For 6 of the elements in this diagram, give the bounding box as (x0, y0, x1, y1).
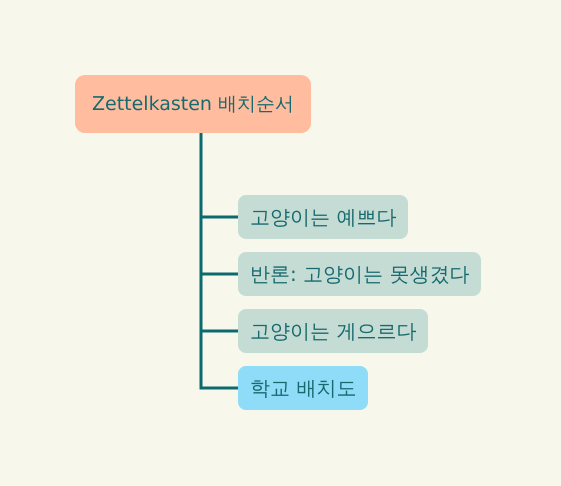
connector-line (200, 133, 238, 390)
subtopic-box: 고양이는 예쁘다 (238, 195, 408, 239)
subtopic-box: 고양이는 게으르다 (238, 309, 428, 353)
subtopic-box: 학교 배치도 (238, 366, 368, 410)
subtopic-box: 반론: 고양이는 못생겼다 (238, 252, 482, 296)
topic-box: Zettelkasten 배치순서 (75, 75, 312, 133)
